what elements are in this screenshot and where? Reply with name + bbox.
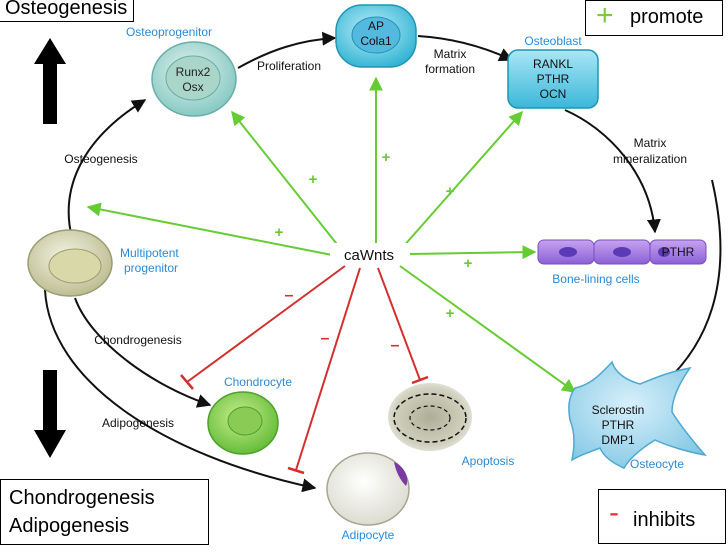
osteogenesis-corner-box: Osteogenesis: [0, 0, 135, 22]
plus-sign: +: [275, 224, 284, 241]
adipogenesis-corner-label: Adipogenesis: [9, 515, 130, 537]
label-adipogenesis: Adipogenesis: [102, 416, 174, 430]
multipotent-progenitor-cell: [27, 229, 113, 297]
marker-pthr: PTHR: [537, 72, 570, 86]
arrow-chondrogenesis: [74, 297, 212, 408]
down-arrow-icon: [34, 370, 66, 458]
arrow-multipotent-to-osteoprogenitor: [67, 99, 147, 239]
marker-osx: Osx: [182, 80, 203, 94]
marker-rankl: RANKL: [533, 57, 573, 71]
label-matrix-formation-2: formation: [425, 62, 475, 76]
marker-ap: AP: [368, 19, 384, 33]
label-matrix-formation-1: Matrix: [434, 47, 467, 61]
arrow-lining-to-osteocyte: [648, 179, 722, 396]
green-arrow-to-osteoprogenitor: [231, 110, 341, 249]
arrow-matrix-formation: [417, 35, 514, 61]
red-inhibit-to-chondrocyte: [180, 265, 346, 390]
promote-label: promote: [630, 6, 704, 28]
marker-dmp1: DMP1: [601, 433, 635, 447]
adipocyte-cell: [326, 452, 410, 526]
inhibits-label: inhibits: [633, 509, 696, 531]
osteocyte-title: Osteocyte: [630, 457, 684, 471]
red-inhibit-to-apoptosis: [377, 267, 429, 385]
marker-lining-pthr: PTHR: [662, 245, 695, 259]
apoptosis-title: Apoptosis: [462, 454, 515, 468]
label-matrix-mineralization-2: mineralization: [613, 152, 687, 166]
osteogenesis-corner-label: Osteogenesis: [5, 0, 128, 19]
minus-sign: –: [321, 330, 330, 347]
multipotent-title-line1: Multipotent: [120, 246, 179, 260]
minus-icon: -: [609, 496, 619, 529]
label-matrix-mineralization-1: Matrix: [634, 136, 667, 150]
arrow-adipogenesis: [44, 289, 317, 493]
marker-ocn: OCN: [540, 87, 567, 101]
marker-osteocyte-pthr: PTHR: [602, 418, 635, 432]
osteoprogenitor-cell: Runx2 Osx: [151, 41, 237, 117]
label-osteogenesis: Osteogenesis: [64, 152, 137, 166]
marker-runx2: Runx2: [176, 65, 211, 79]
green-arrow-to-osteocyte: [399, 265, 577, 393]
bone-lining-title: Bone-lining cells: [552, 272, 639, 286]
label-chondrogenesis: Chondrogenesis: [94, 333, 181, 347]
apoptosis-cell: [388, 383, 472, 451]
promote-legend: + promote: [585, 0, 723, 36]
inhibits-legend: - inhibits: [598, 489, 726, 544]
multipotent-title-line2: progenitor: [124, 261, 178, 275]
arrow-proliferation: [237, 31, 337, 69]
chondrocyte-cell: [207, 391, 279, 455]
arrow-matrix-mineralization: [564, 109, 661, 234]
plus-icon: +: [596, 0, 614, 32]
plus-sign: +: [446, 183, 455, 200]
cawnts-center-label: caWnts: [344, 247, 394, 264]
red-inhibit-to-adipocyte: [287, 267, 361, 475]
chondro-adipo-corner-box: Chondrogenesis Adipogenesis: [0, 479, 209, 545]
osteocyte-cell: Sclerostin PTHR DMP1: [568, 360, 707, 469]
plus-sign: +: [446, 305, 455, 322]
green-arrow-to-multipotent: [86, 202, 333, 256]
plus-sign: +: [309, 171, 318, 188]
green-arrow-to-osteoblast: [401, 110, 523, 249]
bone-lining-cells: PTHR: [537, 239, 707, 265]
label-proliferation: Proliferation: [257, 59, 321, 73]
plus-sign: +: [382, 149, 391, 166]
green-arrow-to-bone-lining: [409, 245, 537, 260]
chondrogenesis-corner-label: Chondrogenesis: [9, 487, 155, 509]
osteoprogenitor-title: Osteoprogenitor: [126, 25, 212, 39]
marker-cola1: Cola1: [360, 34, 392, 48]
ap-cola1-cell: AP Cola1: [335, 4, 417, 68]
osteoblast-title: Osteoblast: [524, 34, 582, 48]
marker-sclerostin: Sclerostin: [592, 403, 645, 417]
minus-sign: –: [391, 337, 400, 354]
osteoblast-cell: RANKL PTHR OCN: [507, 49, 599, 109]
up-arrow-icon: [34, 38, 66, 124]
adipocyte-title: Adipocyte: [342, 528, 395, 542]
chondrocyte-title: Chondrocyte: [224, 375, 292, 389]
minus-sign: –: [285, 287, 294, 304]
plus-sign: +: [464, 255, 473, 272]
